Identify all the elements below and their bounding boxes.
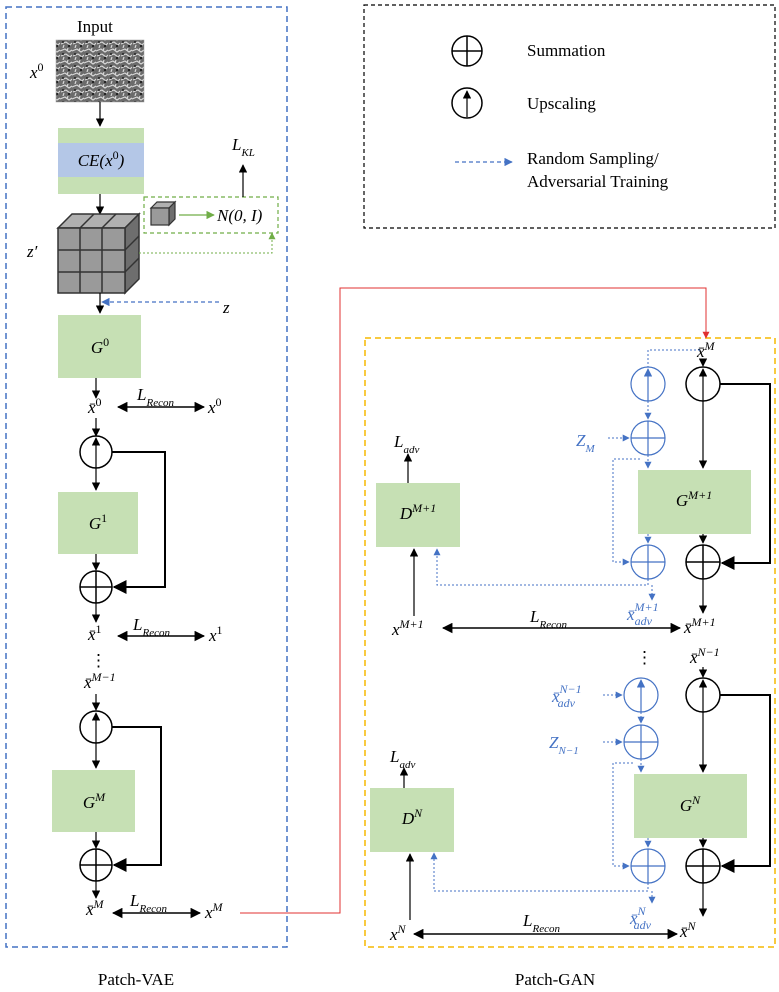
adv-feed-m1 bbox=[647, 349, 700, 367]
lreconm-label: LRecon bbox=[129, 891, 167, 915]
gan-xbar-n-label: x̄N bbox=[679, 919, 697, 941]
gan-xbar-n1-label: x̄N−1 bbox=[689, 645, 720, 667]
legend-upscaling-label: Upscaling bbox=[527, 94, 596, 113]
gan-adv-sum-zn1-icon bbox=[623, 724, 659, 760]
gan-sum-m1-icon bbox=[685, 544, 721, 580]
vae-to-gan-link bbox=[240, 287, 710, 914]
adv-skip-m1 bbox=[612, 458, 640, 566]
normal-label: N(0, I) bbox=[216, 206, 263, 225]
xbar-m-1-label: x̄M−1 bbox=[83, 670, 116, 692]
input-image bbox=[55, 39, 145, 103]
gan-upscale-n-icon bbox=[685, 677, 721, 713]
zn1-label: ZN−1 bbox=[549, 733, 579, 757]
legend-summation-label: Summation bbox=[527, 41, 606, 60]
ladv2-label: Ladv bbox=[389, 747, 415, 771]
input-label: Input bbox=[77, 17, 113, 36]
g0-block bbox=[58, 315, 141, 378]
arrow-latent-to-sampling bbox=[139, 232, 276, 254]
lkl-label: LKL bbox=[231, 135, 255, 159]
xm1-label: xM+1 bbox=[391, 617, 424, 639]
upscaling-icon bbox=[451, 87, 483, 119]
patch-vae-frame bbox=[5, 6, 288, 948]
g1-block bbox=[58, 492, 138, 554]
xbar0-label: x̄0 bbox=[87, 395, 102, 417]
gm-label: GM bbox=[83, 790, 106, 812]
gan-adv-upscale-m1-icon bbox=[630, 366, 666, 402]
xn-label: xN bbox=[389, 922, 407, 944]
zm-label: ZM bbox=[576, 431, 595, 455]
z-label: z bbox=[222, 298, 230, 317]
legend: Summation Upscaling Random Sampling/ Adv… bbox=[451, 35, 669, 191]
upscale-m-icon bbox=[79, 710, 113, 744]
xbarm-label: x̄M bbox=[85, 897, 105, 919]
gan-ellipsis: ⋮ bbox=[636, 648, 653, 667]
z-prime-label: z′ bbox=[26, 242, 38, 261]
gm1-block bbox=[638, 470, 751, 534]
patch-gan-frame bbox=[364, 337, 776, 948]
lrecon1-label: LRecon bbox=[132, 615, 170, 639]
x0-recon-label: x0 bbox=[207, 395, 222, 417]
gan-adv-upscale-n-icon bbox=[623, 677, 659, 713]
legend-sampling-label-2: Adversarial Training bbox=[527, 172, 669, 191]
gan-xbarm-top-label: x̄M bbox=[696, 339, 716, 361]
adv-to-dn bbox=[430, 852, 649, 892]
patch-vae-title: Patch-VAE bbox=[98, 970, 174, 989]
gan-skip-m1-line bbox=[720, 383, 771, 570]
small-cube-icon bbox=[149, 200, 177, 227]
gan-xbar-m1-label: x̄M+1 bbox=[683, 615, 716, 637]
sum-m-icon bbox=[79, 848, 113, 882]
patch-gan: x̄M GM+1 x̄M+1 ZM bbox=[370, 339, 771, 989]
patch-gan-title: Patch-GAN bbox=[515, 970, 595, 989]
summation-icon bbox=[451, 35, 483, 67]
patch-vae: Input x0 CE(x0) z′ bbox=[26, 17, 279, 989]
ce-encoder-block bbox=[58, 128, 144, 194]
dn-block bbox=[370, 788, 454, 852]
gan-sum-n-icon bbox=[685, 848, 721, 884]
gan-skip-n-line bbox=[720, 694, 771, 873]
xm-label: xM bbox=[204, 900, 224, 922]
skip-1-line bbox=[112, 451, 166, 594]
adv-skip-n bbox=[612, 762, 633, 870]
gm-block bbox=[52, 770, 135, 832]
gan-upscale-m1-icon bbox=[685, 366, 721, 402]
gan-adv-sum-m1-icon bbox=[630, 544, 666, 580]
vae-ellipsis: ⋮ bbox=[90, 651, 107, 670]
sum-1-icon bbox=[79, 570, 113, 604]
ce-label: CE(x0) bbox=[78, 148, 125, 170]
gan-lrecon2-label: LRecon bbox=[522, 911, 560, 935]
gn-block bbox=[634, 774, 747, 838]
dm1-label: DM+1 bbox=[399, 501, 436, 523]
upscale-1-icon bbox=[79, 435, 113, 469]
gn-label: GN bbox=[680, 793, 701, 815]
dn-label: DN bbox=[401, 806, 423, 828]
g1-label: G1 bbox=[89, 511, 107, 533]
legend-frame bbox=[363, 4, 776, 229]
gan-lrecon1-label: LRecon bbox=[529, 607, 567, 631]
gm1-label: GM+1 bbox=[676, 488, 712, 510]
x0-label: x0 bbox=[29, 60, 44, 82]
ladv1-label: Ladv bbox=[393, 432, 419, 456]
g0-label: G0 bbox=[91, 335, 109, 357]
lrecon0-label: LRecon bbox=[136, 385, 174, 409]
kl-sampling-box bbox=[143, 196, 279, 234]
xbar1-label: x̄1 bbox=[87, 622, 102, 644]
gan-adv-sum-n-icon bbox=[630, 848, 666, 884]
latent-cube-icon bbox=[56, 212, 141, 295]
legend-sampling-label-1: Random Sampling/ bbox=[527, 149, 659, 168]
gan-adv-sum-zm-icon bbox=[630, 420, 666, 456]
dm1-block bbox=[376, 483, 460, 547]
adv-to-dm1 bbox=[433, 548, 649, 586]
skip-m-line bbox=[112, 726, 162, 872]
x1-label: x1 bbox=[208, 623, 223, 645]
